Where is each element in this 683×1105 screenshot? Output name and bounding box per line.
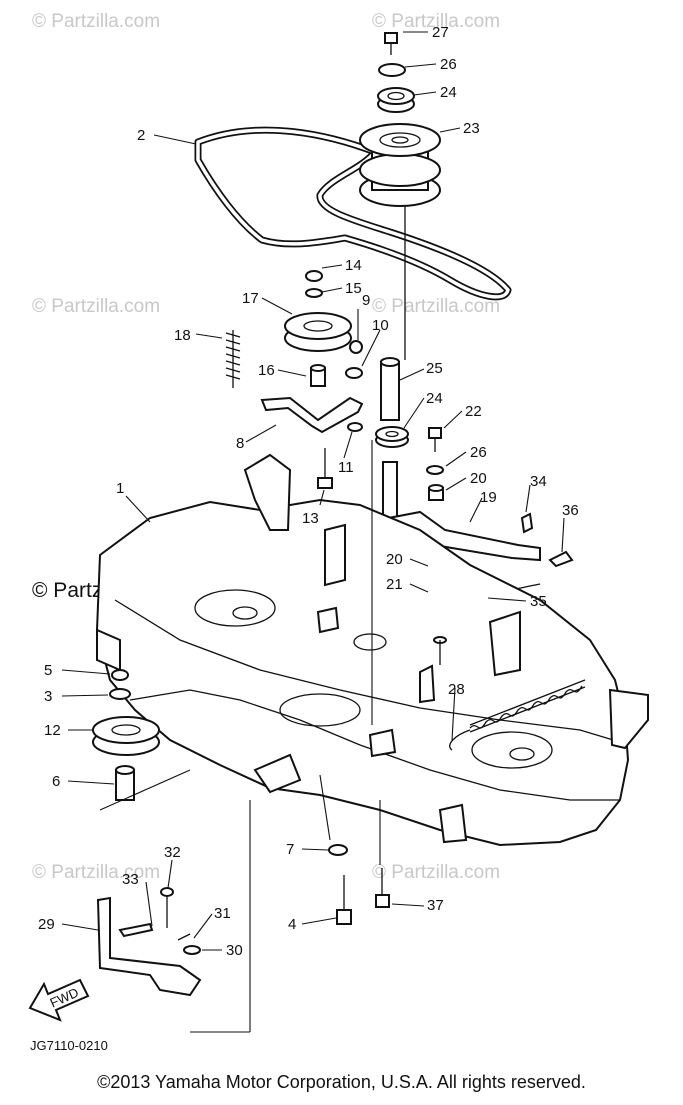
callout-32: 32 bbox=[164, 844, 181, 861]
bearing-24-top bbox=[377, 87, 415, 113]
spacer-16 bbox=[310, 364, 326, 387]
callout-37: 37 bbox=[427, 897, 444, 914]
clip-34 bbox=[520, 512, 534, 534]
bolt-4 bbox=[336, 875, 352, 925]
callout-23: 23 bbox=[463, 120, 480, 137]
watermark-top-right: © Partzilla.com bbox=[372, 11, 500, 32]
callout-14: 14 bbox=[345, 257, 362, 274]
callout-20-upper: 20 bbox=[470, 470, 487, 487]
sleeve-25 bbox=[380, 357, 400, 421]
bearing-24-lower bbox=[375, 426, 409, 448]
watermark-bottom-left: © Partzilla.com bbox=[32, 862, 160, 883]
bolt-27 bbox=[384, 32, 398, 55]
callout-1: 1 bbox=[116, 480, 124, 497]
pulley-12 bbox=[92, 716, 160, 756]
clip-33 bbox=[118, 922, 154, 938]
wing-nut-36 bbox=[548, 550, 574, 568]
callout-12: 12 bbox=[44, 722, 61, 739]
pin-31 bbox=[177, 933, 191, 941]
callout-15: 15 bbox=[345, 280, 362, 297]
callout-4: 4 bbox=[288, 916, 296, 933]
callout-16: 16 bbox=[258, 362, 275, 379]
pin-32 bbox=[160, 887, 174, 928]
diagram-code: JG7110-0210 bbox=[30, 1038, 108, 1053]
callout-18: 18 bbox=[174, 327, 191, 344]
washer-26-top bbox=[378, 63, 406, 77]
callout-25: 25 bbox=[426, 360, 443, 377]
callout-10: 10 bbox=[372, 317, 389, 334]
callout-3: 3 bbox=[44, 688, 52, 705]
spring-28 bbox=[449, 679, 586, 751]
forward-arrow-icon: FWD bbox=[28, 978, 90, 1022]
spacer-6 bbox=[115, 765, 135, 801]
callout-27: 27 bbox=[432, 24, 449, 41]
callout-9: 9 bbox=[362, 292, 370, 309]
washer-7 bbox=[328, 844, 348, 856]
spring-18 bbox=[225, 330, 241, 388]
bolt-22 bbox=[428, 427, 442, 452]
callout-5: 5 bbox=[44, 662, 52, 679]
idler-arm-8 bbox=[260, 396, 364, 434]
bolt-37 bbox=[375, 868, 390, 908]
callout-13: 13 bbox=[302, 510, 319, 527]
callout-19: 19 bbox=[480, 489, 497, 506]
washer-30 bbox=[183, 945, 201, 955]
washer-3 bbox=[109, 688, 131, 700]
watermark-mid-right: © Partzilla.com bbox=[372, 296, 500, 317]
alignment-lines bbox=[99, 440, 381, 1033]
callout-33: 33 bbox=[122, 871, 139, 888]
washer-26-lower bbox=[426, 465, 444, 475]
bushing-11 bbox=[347, 422, 363, 432]
bushing-20-upper bbox=[428, 484, 444, 501]
watermark-bottom-right: © Partzilla.com bbox=[372, 862, 500, 883]
bolt-13 bbox=[317, 448, 333, 489]
watermark-mid-left: © Partzilla.com bbox=[32, 296, 160, 317]
callout-22: 22 bbox=[465, 403, 482, 420]
watermark-top-left: © Partzilla.com bbox=[32, 11, 160, 32]
callout-leaders bbox=[61, 31, 565, 951]
callout-35: 35 bbox=[530, 593, 547, 610]
callout-6: 6 bbox=[52, 773, 60, 790]
copyright-notice: ©2013 Yamaha Motor Corporation, U.S.A. A… bbox=[97, 1072, 586, 1092]
callout-24-top: 24 bbox=[440, 84, 457, 101]
callout-28: 28 bbox=[448, 681, 465, 698]
callout-20-lower: 20 bbox=[386, 551, 403, 568]
callout-11: 11 bbox=[338, 459, 354, 476]
callout-17: 17 bbox=[242, 290, 259, 307]
mower-deck-housing bbox=[95, 453, 649, 847]
nut-9 bbox=[349, 340, 363, 354]
callout-29: 29 bbox=[38, 916, 55, 933]
callout-36: 36 bbox=[562, 502, 579, 519]
callout-34: 34 bbox=[530, 473, 547, 490]
pulley-23 bbox=[359, 123, 441, 207]
callout-31: 31 bbox=[214, 905, 231, 922]
washer-15 bbox=[305, 288, 323, 298]
callout-2: 2 bbox=[137, 127, 145, 144]
callout-8: 8 bbox=[236, 435, 244, 452]
callout-24-lower: 24 bbox=[426, 390, 443, 407]
bracket-29 bbox=[96, 896, 202, 997]
idler-pulley-17 bbox=[284, 312, 352, 352]
callout-7: 7 bbox=[286, 841, 294, 858]
callout-30: 30 bbox=[226, 942, 243, 959]
nut-5 bbox=[111, 669, 129, 681]
washer-10 bbox=[345, 367, 363, 379]
callout-26-top: 26 bbox=[440, 56, 457, 73]
callout-21: 21 bbox=[386, 576, 403, 593]
nut-14 bbox=[305, 270, 323, 282]
callout-26-lower: 26 bbox=[470, 444, 487, 461]
